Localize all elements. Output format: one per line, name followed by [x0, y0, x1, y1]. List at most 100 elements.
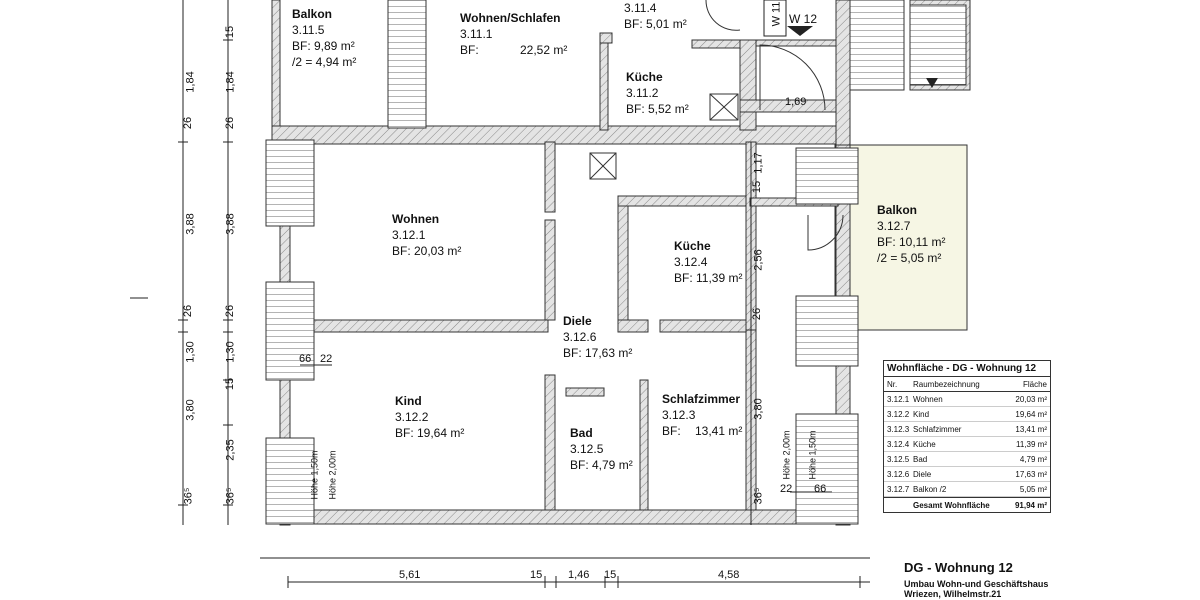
dim-misc-22-right: 22: [780, 483, 793, 495]
col-nr: Nr.: [887, 379, 898, 389]
room-area: BF: 20,03 m²: [392, 244, 462, 258]
room-area: BF: 17,63 m²: [563, 346, 633, 360]
room-name: Wohnen/Schlafen: [460, 11, 561, 25]
room-kueche-3112: Küche 3.11.2 BF: 5,52 m²: [626, 69, 689, 117]
room-name: Küche: [626, 70, 663, 84]
vent-shafts: [589, 93, 739, 180]
room-number: 3.11.1: [460, 27, 493, 41]
total-label: Gesamt Wohnfläche: [913, 500, 990, 510]
room-area: BF: 9,89 m²: [292, 39, 355, 53]
cell-name: Kind: [913, 409, 930, 419]
cell-area: 5,05 m²: [1019, 484, 1047, 494]
cell-nr: 3.12.5: [887, 454, 910, 464]
dim-misc-66-right: 66: [814, 483, 827, 495]
dim-misc-22-left: 22: [320, 353, 333, 365]
area-table: Wohnfläche - DG - Wohnung 12 Nr. Raumbez…: [883, 360, 1051, 513]
dim-bottom-2: 15: [530, 569, 543, 581]
total-value: 91,94 m²: [1014, 500, 1047, 510]
room-area: BF: 11,39 m²: [674, 271, 743, 285]
dim-mid-6: 3,80: [752, 398, 765, 420]
drawing-title: DG - Wohnung 12: [904, 560, 1013, 575]
room-name: Kind: [395, 394, 422, 408]
side-elements: [265, 139, 859, 525]
dim-left-inner-9: 36⁵: [224, 487, 237, 505]
room-number: 3.11.2: [626, 86, 659, 100]
room-wohnen-schlafen-3111: Wohnen/Schlafen 3.11.1 BF:22,52 m²: [460, 10, 592, 58]
room-name: Balkon: [292, 7, 333, 21]
dim-left-small-3: 36⁵: [182, 487, 195, 505]
cell-area: 13,41 m²: [1015, 424, 1047, 434]
room-area-value: 13,41 m²: [695, 424, 743, 438]
dim-left-inner-1: 15: [224, 25, 237, 39]
area-table-title: Wohnfläche - DG - Wohnung 12: [884, 361, 1050, 377]
room-area: BF: 10,11 m²: [877, 235, 946, 249]
cell-nr: 3.12.4: [887, 439, 910, 449]
cell-area: 20,03 m²: [1015, 394, 1047, 404]
room-area: BF: 19,64 m²: [395, 426, 465, 440]
dim-left-outer-4: 3,80: [184, 399, 197, 421]
title-block: DG - Wohnung 12 Umbau Wohn-und Geschäfts…: [904, 560, 1048, 599]
cell-name: Diele: [913, 469, 932, 479]
dim-left-inner-5: 26: [224, 304, 237, 318]
room-number: 3.12.2: [395, 410, 429, 424]
dim-mid-4: 2,56: [752, 249, 765, 271]
dim-left-inner-4: 3,88: [224, 213, 237, 235]
dim-mid-1: 1,69: [785, 96, 807, 108]
door-swings: [705, 0, 844, 251]
room-number: 3.12.7: [877, 219, 911, 233]
dim-left-inner-3: 26: [224, 116, 237, 130]
window-height-right-2: Höhe 1,50m: [807, 430, 818, 480]
dim-misc-66-left: 66: [299, 353, 312, 365]
dim-left-inner-2: 1,84: [224, 71, 237, 93]
room-number: 3.12.4: [674, 255, 708, 269]
room-kueche-3124: Küche 3.12.4 BF: 11,39 m²: [674, 238, 742, 286]
room-half-area: /2 = 4,94 m²: [292, 55, 357, 69]
room-area-label: BF:: [460, 43, 479, 57]
door-label-w12: W 12: [789, 12, 818, 26]
room-bad-3125: Bad 3.12.5 BF: 4,79 m²: [570, 425, 633, 473]
dim-bottom-3: 1,46: [568, 569, 590, 581]
dim-left-outer-1: 1,84: [184, 71, 197, 93]
dim-left-inner-7: 15: [224, 377, 237, 391]
room-number: 3.11.5: [292, 23, 325, 37]
room-area: BF: 4,79 m²: [570, 458, 633, 472]
room-kind-3122: Kind 3.12.2 BF: 19,64 m²: [395, 393, 464, 441]
dim-mid-3: 15: [751, 180, 764, 194]
window-height-left-2: Höhe 2,00m: [327, 450, 338, 500]
window-height-left-1: Höhe 1,50m: [309, 450, 320, 500]
table-total-row: Gesamt Wohnfläche 91,94 m²: [884, 497, 1050, 512]
window-height-right-1: Höhe 2,00m: [781, 430, 792, 480]
dim-bottom-4: 15: [604, 569, 617, 581]
cell-name: Schlafzimmer: [913, 424, 962, 434]
dim-mid-5: 26: [751, 307, 764, 321]
dimension-lines: [130, 0, 870, 588]
room-balkon-3115: Balkon 3.11.5 BF: 9,89 m² /2 = 4,94 m²: [292, 6, 356, 70]
top-stairs: [387, 0, 967, 129]
door-w11-box: [763, 0, 787, 37]
room-name: Küche: [674, 239, 711, 253]
room-name: Schlafzimmer: [662, 392, 741, 406]
room-area: BF: 5,52 m²: [626, 102, 689, 116]
dim-bottom-5: 4,58: [718, 569, 740, 581]
door-label-w11: W 11: [770, 1, 783, 27]
cell-nr: 3.12.2: [887, 409, 910, 419]
project-line-1: Umbau Wohn-und Geschäftshaus: [904, 579, 1049, 589]
dim-left-outer-3: 1,30: [184, 341, 197, 363]
room-number: 3.12.3: [662, 408, 696, 422]
room-schlafzimmer-3123: Schlafzimmer 3.12.3 BF:13,41 m²: [662, 391, 748, 439]
dim-bottom-1: 5,61: [399, 569, 421, 581]
cell-name: Bad: [913, 454, 928, 464]
room-name: Wohnen: [392, 212, 440, 226]
dim-left-small-2: 26: [182, 304, 195, 318]
dim-mid-7: 36⁵: [752, 487, 765, 505]
room-name: Balkon: [877, 203, 918, 217]
dim-left-inner-6: 1,30: [224, 341, 237, 363]
room-number: 3.12.6: [563, 330, 597, 344]
cell-nr: 3.12.1: [887, 394, 910, 404]
